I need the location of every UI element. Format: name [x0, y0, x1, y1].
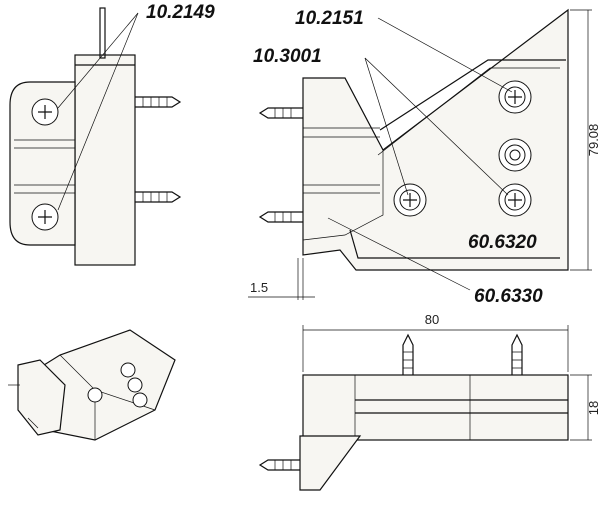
part-label-10-3001: 10.3001 — [253, 46, 322, 67]
side-view-left — [9, 7, 182, 266]
dimension-offset: 1.5 — [250, 280, 268, 295]
isometric-view — [8, 329, 176, 441]
front-view — [248, 8, 592, 300]
dimension-depth: 18 — [586, 401, 600, 415]
part-label-10-2149: 10.2149 — [146, 2, 215, 23]
dimension-height: 79.08 — [586, 124, 600, 157]
dimension-width: 80 — [425, 312, 439, 327]
part-label-10-2151: 10.2151 — [295, 8, 364, 29]
part-label-60-6330: 60.6330 — [474, 286, 543, 307]
top-view — [258, 325, 592, 491]
part-label-60-6320: 60.6320 — [468, 232, 537, 253]
